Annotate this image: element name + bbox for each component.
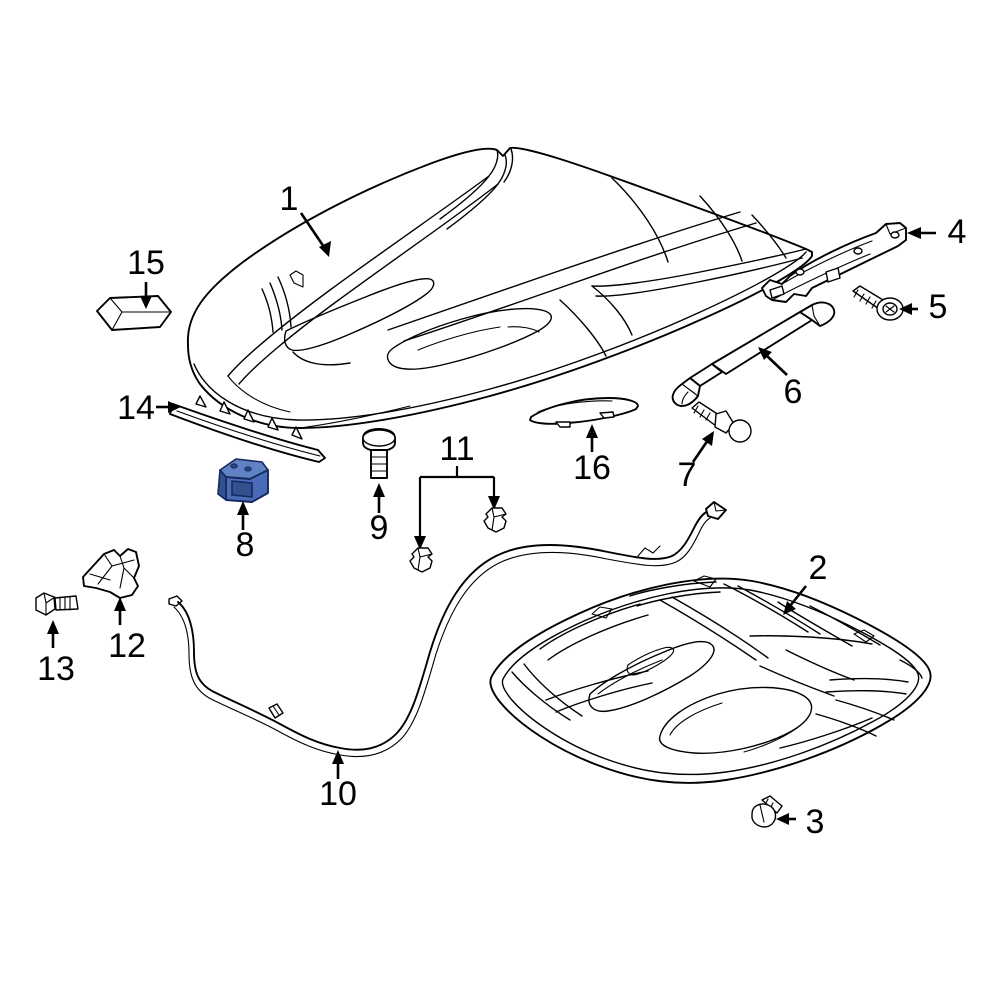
part-hood-seal-strip[interactable]: [156, 395, 326, 463]
part-hood-insulator[interactable]: [489, 575, 932, 784]
callout-leader-15: [140, 282, 152, 309]
callout-leader-11: [414, 466, 500, 550]
callout-leader-14: [156, 401, 181, 413]
part-insulator-retainer-clip[interactable]: [751, 795, 796, 828]
callout-label-10: 10: [319, 775, 357, 813]
callout-leader-6: [758, 347, 788, 376]
callout-leader-7: [691, 431, 714, 463]
part-hood-lift-support[interactable]: [671, 301, 836, 407]
callout-leader-12: [114, 597, 126, 625]
callout-leader-16: [586, 424, 598, 452]
callout-label-7: 7: [678, 456, 697, 494]
part-hood-hinge[interactable]: [761, 222, 936, 303]
part-hood-pad[interactable]: [96, 282, 172, 331]
callout-label-6: 6: [784, 373, 803, 411]
callout-labels: 1 2 3 4 5 6 7 8 9 10 11 12 13 14 15 16: [37, 180, 966, 841]
callout-leader-8: [237, 501, 249, 530]
callout-label-4: 4: [948, 213, 967, 251]
callout-leader-1: [299, 212, 331, 257]
callout-label-2: 2: [809, 549, 828, 587]
callout-label-15: 15: [127, 244, 165, 282]
part-hood-bumper-stopper[interactable]: [217, 458, 269, 530]
cable-retainer-clip-1[interactable]: [409, 547, 433, 573]
part-hood-bumper[interactable]: [362, 428, 396, 513]
part-ball-stud[interactable]: [691, 401, 752, 463]
callout-label-16: 16: [573, 449, 611, 487]
part-hinge-screw[interactable]: [852, 285, 918, 321]
part-hood-panel[interactable]: [187, 146, 813, 429]
callout-label-3: 3: [806, 803, 825, 841]
part-cable-retainer-clips[interactable]: [409, 466, 507, 573]
part-hood-release-cable[interactable]: [168, 501, 727, 779]
callout-leader-3: [776, 813, 796, 825]
callout-leader-9: [373, 483, 385, 513]
callout-leader-10: [332, 750, 344, 779]
cable-retainer-clip-2[interactable]: [483, 507, 507, 533]
callout-label-11: 11: [439, 430, 474, 468]
callout-label-9: 9: [370, 509, 389, 547]
callout-leader-5: [899, 303, 918, 315]
part-striker-bolt[interactable]: [35, 592, 79, 648]
part-cowl-cover-plug[interactable]: [529, 397, 639, 452]
callout-label-8: 8: [236, 526, 255, 564]
callout-label-13: 13: [37, 650, 75, 688]
callout-leader-4: [907, 227, 936, 239]
callout-leader-2: [783, 585, 808, 615]
callout-label-1: 1: [280, 180, 299, 218]
callout-leader-13: [47, 620, 59, 648]
callout-label-14: 14: [117, 389, 155, 427]
part-hood-latch-striker[interactable]: [82, 548, 140, 625]
callout-label-12: 12: [108, 627, 146, 665]
callout-label-5: 5: [929, 288, 948, 326]
